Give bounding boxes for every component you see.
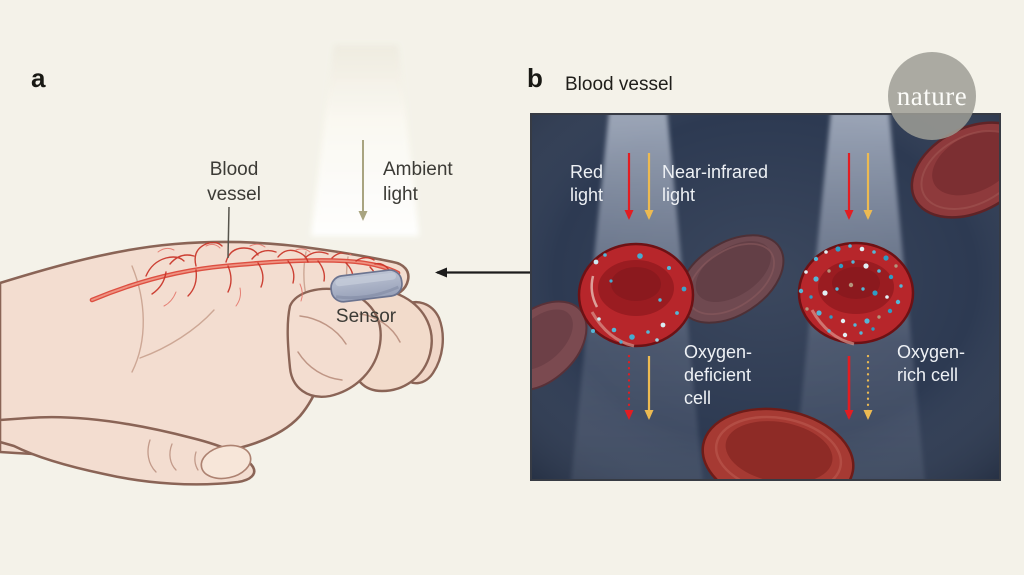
sensor-shadow <box>335 285 399 300</box>
background-cell-top-right <box>910 121 999 219</box>
thumb-crease-lines <box>147 439 199 473</box>
finger-crease-lines <box>297 313 401 381</box>
ambient-light-beam <box>311 45 419 236</box>
hand-illustration <box>0 240 445 486</box>
capillary-branches <box>145 241 393 297</box>
sensor-highlight <box>335 272 397 287</box>
panel-b-illustration <box>530 113 1001 481</box>
oxygen-deficient-cell <box>577 242 695 348</box>
thumb-nail <box>200 444 252 480</box>
oxygen-rich-cell <box>797 241 915 346</box>
nature-logo-text: nature <box>896 80 968 111</box>
nature-logo: nature <box>888 52 976 140</box>
blood-vessel-pointer-line <box>227 206 230 259</box>
blood-vessel-network <box>89 241 401 307</box>
panel-a-illustration <box>0 45 445 486</box>
thumb <box>0 415 256 486</box>
panel-b-border <box>530 113 1001 481</box>
oxygen-dots-dense <box>798 244 903 338</box>
oxygen-dots-sparse <box>591 253 687 344</box>
pulse-sensor <box>330 269 403 303</box>
background-cell-bottom <box>701 407 855 479</box>
